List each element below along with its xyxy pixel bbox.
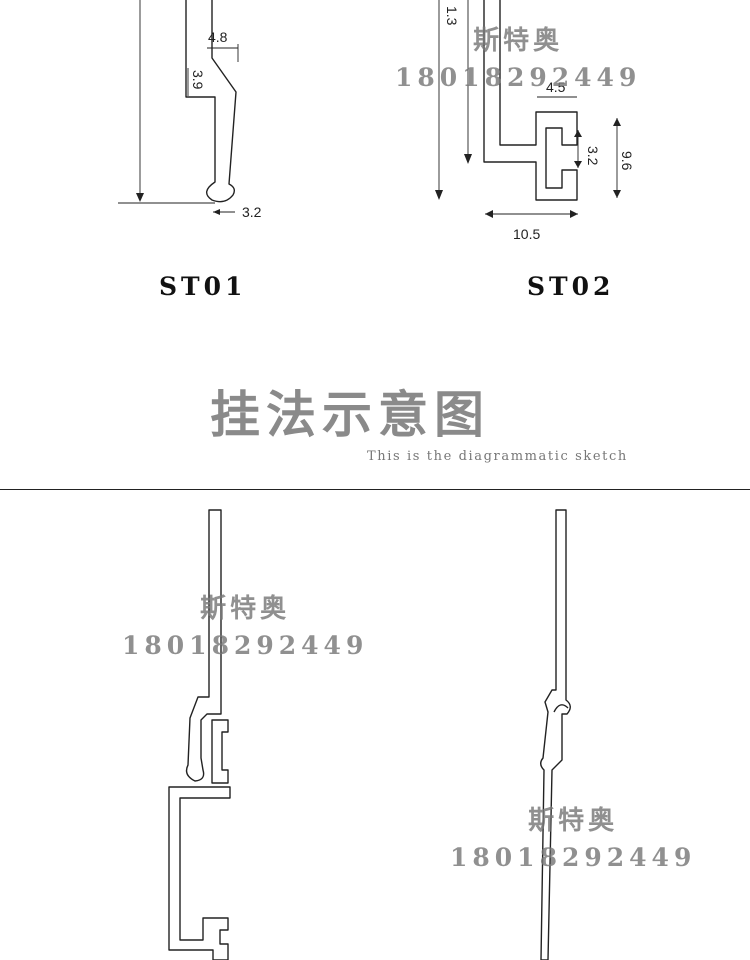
st02-label: ST02	[527, 272, 615, 301]
st02-dim-slot-height: 3.2	[585, 146, 601, 166]
st02-dim-total-height: 9.6	[619, 151, 635, 171]
watermark-right: 斯特奥 18018292449	[450, 800, 696, 872]
watermark-name: 斯特奥	[473, 26, 564, 56]
hanging-assembly-left	[168, 509, 231, 960]
section-divider	[0, 489, 750, 490]
st01-dim-width: 4.8	[208, 29, 228, 45]
section-title: 挂法示意图	[210, 385, 490, 444]
watermark-phone: 18018292449	[395, 63, 642, 92]
watermark-left: 斯特奥 18018292449	[122, 588, 368, 660]
st02-dim-height: 1.3	[444, 6, 460, 26]
watermark-phone: 18018292449	[122, 631, 369, 660]
st02-dim-slot-width: 4.5	[546, 79, 566, 95]
watermark-name: 斯特奥	[528, 806, 619, 836]
st02-profile	[435, 0, 621, 218]
watermark-phone: 18018292449	[450, 843, 697, 872]
watermark-name: 斯特奥	[200, 594, 291, 624]
watermark-top: 斯特奥 18018292449	[395, 20, 641, 92]
st01-dim-lip: 3.2	[242, 204, 262, 220]
st01-dim-hook: 3.9	[190, 70, 206, 90]
section-subtitle: This is the diagrammatic sketch	[367, 449, 628, 464]
hanging-assembly-right	[540, 509, 571, 960]
st02-dim-total-width: 10.5	[513, 226, 540, 242]
st01-profile	[118, 0, 239, 215]
st01-label: ST01	[159, 272, 247, 301]
